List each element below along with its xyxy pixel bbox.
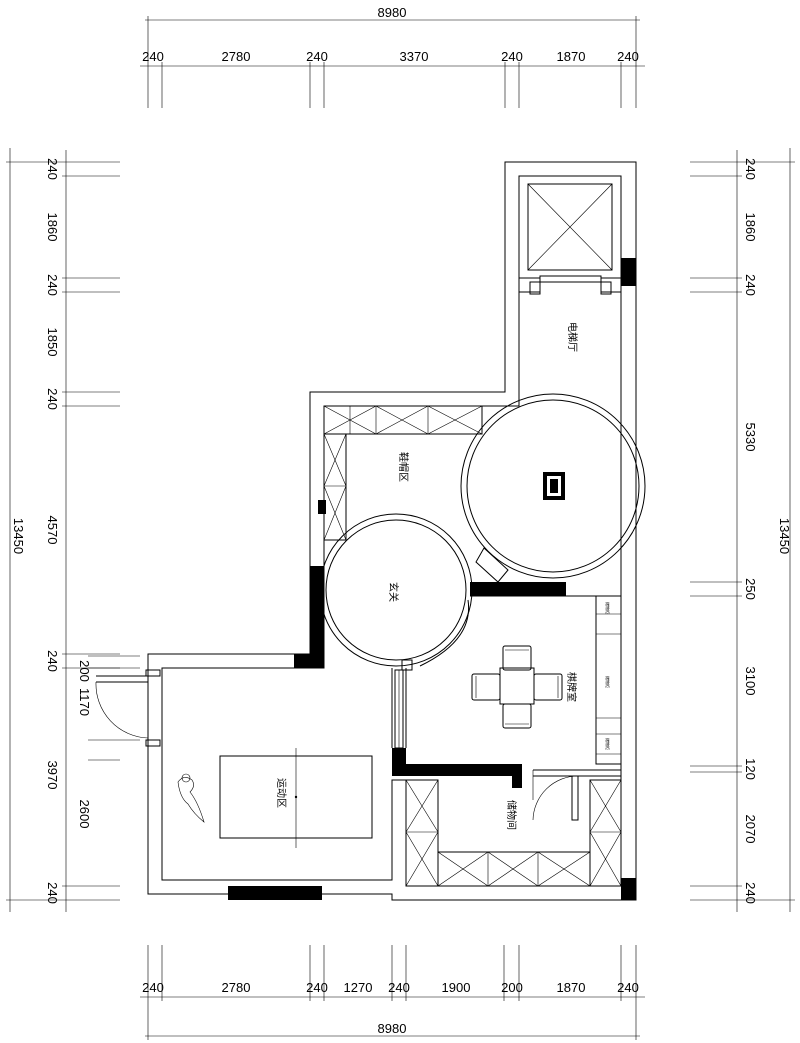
left-dim-6: 4570: [45, 516, 60, 545]
right-dim-9: 240: [743, 882, 758, 904]
bottom-dim-8: 1870: [557, 980, 586, 995]
bottom-dim-6: 1900: [442, 980, 471, 995]
left-dim-10: 3970: [45, 761, 60, 790]
top-dim-4: 3370: [400, 49, 429, 64]
bottom-dim-1: 240: [142, 980, 164, 995]
left-dim-3: 240: [45, 274, 60, 296]
top-dim-1: 240: [142, 49, 164, 64]
bottom-dim-5: 240: [388, 980, 410, 995]
left-total-dim: 13450: [11, 518, 26, 554]
bottom-dim-4: 1270: [344, 980, 373, 995]
bottom-dim-7: 200: [501, 980, 523, 995]
left-dim-11: 2600: [77, 800, 92, 829]
left-dim-4: 1850: [45, 328, 60, 357]
bottom-dimension-chain: 240 2780 240 1270 240 1900 200 1870 240 …: [140, 945, 645, 1040]
sports-area-furniture: [95, 669, 373, 848]
top-dim-2: 2780: [222, 49, 251, 64]
left-dim-8: 200: [77, 660, 92, 682]
top-dim-5: 240: [501, 49, 523, 64]
sports-area-label: 运动区: [275, 778, 287, 808]
top-dim-6: 1870: [557, 49, 586, 64]
right-dim-7: 120: [743, 758, 758, 780]
right-dimension-chain: 13450 240 1860 240 5330 250 3100 120 207…: [690, 148, 795, 912]
top-dimension-chain: 8980 240 2780 240 3370 240 1870 240: [140, 5, 645, 108]
bottom-dim-9: 240: [617, 980, 639, 995]
right-dim-8: 2070: [743, 815, 758, 844]
shoe-area-label: 鞋帽区: [397, 452, 410, 482]
cabinet-label-a: 储物柜: [605, 602, 611, 614]
room-labels: 电梯厅 鞋帽区 玄关 棋牌室 运动区 储物间: [275, 322, 579, 830]
shoe-cabinets: [323, 405, 483, 541]
right-dim-4: 5330: [743, 423, 758, 452]
bottom-dim-3: 240: [306, 980, 328, 995]
right-dim-3: 240: [743, 274, 758, 296]
chess-room-label: 棋牌室: [565, 672, 578, 702]
right-dim-5: 250: [743, 578, 758, 600]
elevator-hall-label: 电梯厅: [566, 322, 579, 352]
left-dimension-chain: 13450 240 1860 240 1850 240 4570 240 200…: [6, 148, 140, 912]
right-dim-2: 1860: [743, 213, 758, 242]
right-total-dim: 13450: [777, 518, 792, 554]
bottom-dim-2: 2780: [222, 980, 251, 995]
glass-partition: [394, 669, 404, 749]
left-dim-2: 1860: [45, 213, 60, 242]
left-dim-1: 240: [45, 158, 60, 180]
elevator-shaft: [527, 183, 613, 295]
top-dim-7: 240: [617, 49, 639, 64]
right-dim-1: 240: [743, 158, 758, 180]
right-dim-6: 3100: [743, 667, 758, 696]
cabinet-label-b: 储物柜: [605, 676, 611, 688]
circular-ceilings: [319, 393, 646, 671]
cabinet-label-c: 储物柜: [605, 738, 611, 750]
bottom-total-dim: 8980: [378, 1021, 407, 1036]
entrance-label: 玄关: [387, 582, 400, 602]
left-dim-5: 240: [45, 388, 60, 410]
storage-cabinets: [405, 779, 622, 887]
left-dim-12: 240: [45, 882, 60, 904]
left-dim-9: 1170: [77, 688, 92, 716]
top-dim-3: 240: [306, 49, 328, 64]
walls: [147, 161, 637, 901]
top-total-dim: 8980: [378, 5, 407, 20]
chess-room-furniture: 储物柜 储物柜 储物柜: [471, 595, 622, 821]
left-dim-7: 240: [45, 650, 60, 672]
storage-label: 储物间: [505, 800, 518, 830]
